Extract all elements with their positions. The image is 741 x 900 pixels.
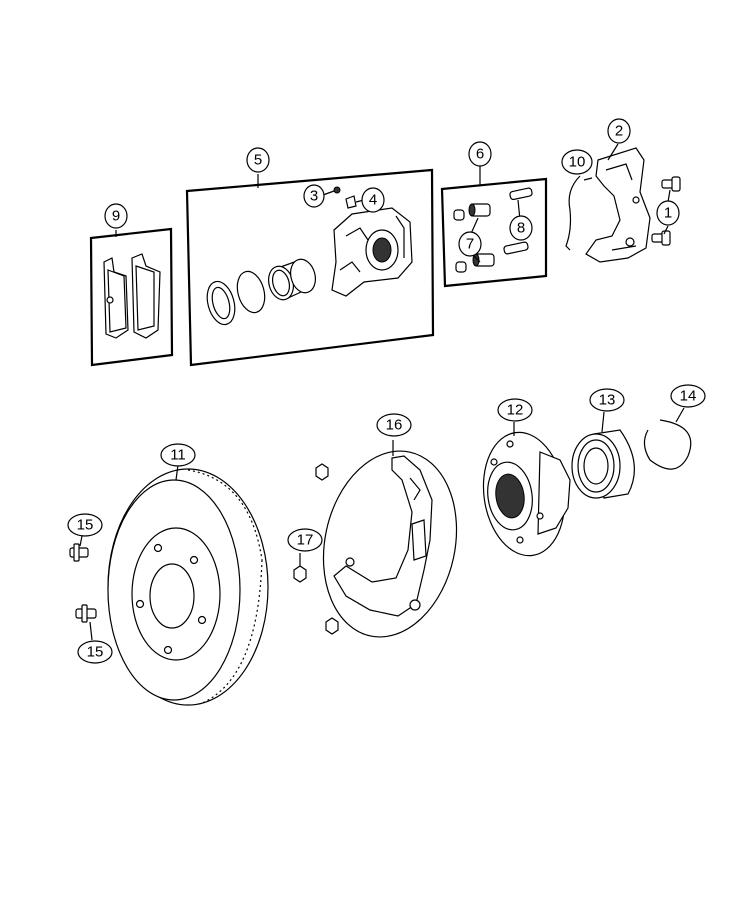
callout-9-label: 9	[112, 208, 120, 225]
guide-pin-lower	[503, 241, 529, 255]
bleeder-cap	[345, 195, 365, 209]
wheel-stud-upper	[69, 535, 89, 562]
callout-6: 6	[468, 141, 492, 167]
callout-15-lower: 15	[77, 640, 113, 664]
callout-7: 7	[458, 231, 482, 257]
snap-ring	[643, 407, 692, 470]
callout-3: 3	[303, 184, 325, 208]
callout-2: 2	[607, 118, 631, 144]
adapter-bolt-lower	[651, 230, 671, 246]
callout-15-upper-label: 15	[77, 517, 94, 534]
brake-pad-right	[131, 253, 161, 339]
dust-shield	[322, 440, 458, 638]
shield-bolt-lower	[325, 617, 339, 635]
callout-1-label: 1	[664, 205, 672, 222]
callout-13-label: 13	[599, 392, 616, 409]
callout-4-label: 4	[369, 192, 377, 209]
shield-bolt-middle	[293, 553, 307, 583]
callout-1: 1	[656, 200, 680, 226]
piston-seal	[206, 280, 236, 326]
wheel-stud-lower	[75, 604, 97, 641]
caliper-pin-kit-group	[440, 166, 548, 288]
caliper-kit-group	[185, 168, 435, 367]
callout-13: 13	[589, 388, 625, 412]
shield-bolt-upper	[315, 463, 329, 481]
brake-pad-left	[103, 257, 129, 339]
callout-15-upper: 15	[67, 513, 103, 537]
callout-9: 9	[104, 203, 128, 229]
adapter-bolt-upper	[661, 176, 681, 192]
callout-17: 17	[287, 528, 323, 552]
callout-12: 12	[497, 398, 533, 422]
callout-11: 11	[160, 443, 196, 467]
callout-17-label: 17	[297, 532, 314, 549]
callout-14: 14	[670, 384, 706, 408]
callout-12-label: 12	[507, 402, 524, 419]
caliper-adapter	[585, 147, 651, 263]
wheel-hub	[482, 422, 571, 557]
callout-10: 10	[561, 149, 593, 175]
callout-10-label: 10	[569, 154, 586, 171]
brake-pad-group	[89, 227, 174, 367]
callout-16: 16	[376, 413, 412, 437]
callout-3-label: 3	[310, 188, 318, 205]
callout-14-label: 14	[680, 388, 697, 405]
callout-15-lower-label: 15	[87, 644, 104, 661]
brake-rotor	[107, 464, 269, 706]
callout-8: 8	[509, 215, 533, 241]
callout-5-label: 5	[254, 152, 262, 169]
callout-8-label: 8	[517, 220, 525, 237]
callout-4: 4	[361, 187, 385, 213]
callout-11-label: 11	[170, 447, 186, 464]
callout-7-label: 7	[466, 236, 474, 253]
dust-boot	[236, 270, 266, 314]
callout-6-label: 6	[476, 146, 484, 163]
callout-5: 5	[246, 147, 270, 173]
callout-16-label: 16	[386, 417, 403, 434]
wheel-bearing	[571, 411, 635, 499]
caliper-housing	[331, 207, 413, 297]
caliper-piston	[268, 258, 316, 301]
bushing-upper	[453, 203, 491, 221]
caliper-adapter-group	[565, 143, 681, 263]
callout-2-label: 2	[615, 123, 623, 140]
bleeder-screw	[322, 186, 341, 196]
guide-pin-upper	[509, 187, 533, 201]
anti-rattle-spring	[565, 175, 593, 251]
